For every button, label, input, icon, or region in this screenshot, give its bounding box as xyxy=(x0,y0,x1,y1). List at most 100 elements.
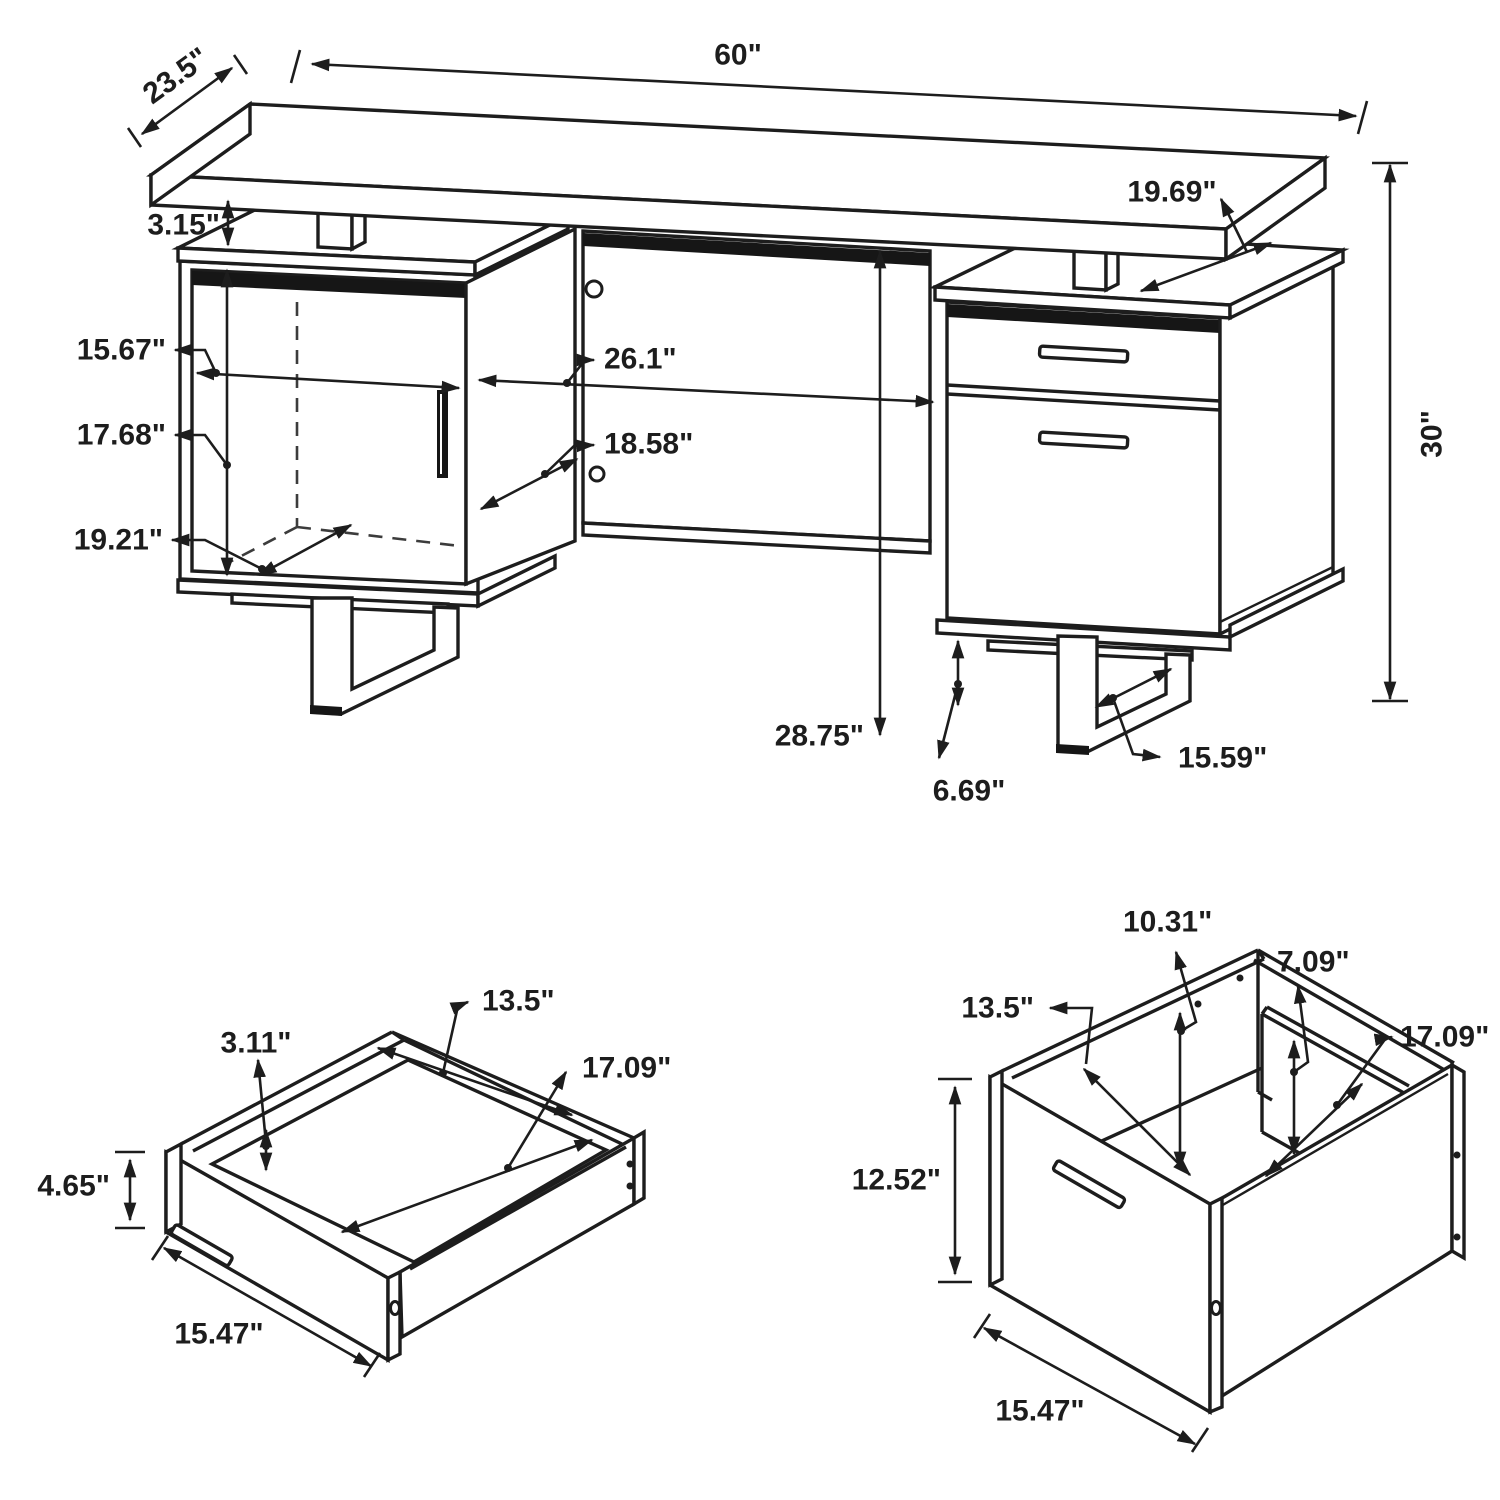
drawer-front-right-cap xyxy=(386,1269,402,1363)
file-left-wall-inner xyxy=(1011,957,1265,1080)
leader-dot xyxy=(954,680,962,688)
modesty-panel-face xyxy=(581,229,932,543)
file-divider-cap xyxy=(1260,1006,1269,1015)
dim-line-cabinet-top-depth xyxy=(1139,241,1273,293)
screw-dot xyxy=(1453,1233,1461,1241)
dim-line-interior-depth xyxy=(340,1138,594,1234)
panel-screw-hole xyxy=(588,465,606,483)
desk-dimensions: 23.5" 60" 3.15" 19.69" 30" 15.67" 26.1" xyxy=(74,39,1449,808)
modesty-panel-top-strip xyxy=(583,233,930,266)
file-front-handle xyxy=(1051,1159,1127,1210)
leader-leg-runner-depth xyxy=(1111,697,1162,762)
dim-label-back-height: 10.31" xyxy=(1123,906,1212,939)
screw-dot xyxy=(1236,974,1244,982)
tick xyxy=(232,54,249,75)
dim-label-left-interior-width: 15.67" xyxy=(77,334,166,367)
leader-dot xyxy=(258,565,266,573)
dim-label-file-front-height: 12.52" xyxy=(852,1164,941,1197)
leader-back-height xyxy=(1174,950,1198,1033)
screw-dot xyxy=(1194,1000,1202,1008)
right-pedestal xyxy=(928,230,1350,755)
leader-dot xyxy=(1290,1068,1298,1076)
dim-label-left-interior-depth: 19.21" xyxy=(74,524,163,557)
leader-dot xyxy=(1177,1027,1185,1035)
dim-label-desktop-gap: 3.15" xyxy=(147,209,220,242)
leader-left-interior-height xyxy=(173,428,229,466)
drawer-separator xyxy=(946,383,1221,412)
dim-line-file-interior-depth xyxy=(1264,1082,1364,1178)
file-right-wall-cap xyxy=(1450,1062,1466,1261)
dim-line-left-interior-depth xyxy=(257,523,353,577)
dim-label-left-interior-height: 17.68" xyxy=(77,419,166,452)
left-pedestal-top-right-edge xyxy=(473,213,570,278)
file-drawer-dimensions: 10.31" 7.09" 13.5" 17.09" 12.52" 15.47" xyxy=(852,906,1489,1453)
file-front-panel xyxy=(988,1074,1212,1415)
dim-label-file-interior-width: 13.5" xyxy=(961,992,1034,1025)
leader-leg-height xyxy=(937,683,960,760)
leader-dot xyxy=(563,379,571,387)
dim-label-kneehole-width: 26.1" xyxy=(604,343,677,376)
dim-label-panel-height: 28.75" xyxy=(775,720,864,753)
dim-label-leg-height: 6.69" xyxy=(933,775,1006,808)
right-pedestal-side-bottom-line xyxy=(1219,565,1334,624)
screw-dot xyxy=(626,1182,634,1190)
panel-screw-hole xyxy=(584,279,604,299)
file-back-wall-bottom xyxy=(1257,1090,1273,1102)
leader-side-height xyxy=(253,1058,268,1144)
small-drawer-view: 13.5" 3.11" 17.09" 4.65" 15.47" xyxy=(37,985,671,1378)
leader-dot xyxy=(439,1069,447,1077)
drawer-corner-cap xyxy=(391,1030,405,1042)
cap-screw-hole xyxy=(389,1300,401,1316)
drawer-front-left-cap xyxy=(164,1141,183,1235)
dim-label-file-interior-depth: 17.09" xyxy=(1400,1021,1489,1054)
dim-label-file-front-width: 15.47" xyxy=(995,1395,1084,1428)
left-leg-foot xyxy=(310,705,342,716)
leader-cabinet-top-depth xyxy=(1219,197,1249,253)
file-divider-top xyxy=(1261,1012,1405,1095)
left-pedestal-bottom-side xyxy=(476,553,557,609)
screw-dot xyxy=(1453,1151,1461,1159)
file-right-wall xyxy=(1215,1062,1454,1400)
dim-label-top-width: 60" xyxy=(714,39,762,72)
right-pedestal-bottom-side xyxy=(1228,566,1345,640)
left-leg xyxy=(310,596,460,716)
leader-dot xyxy=(212,369,220,377)
leader-interior-width xyxy=(441,1000,470,1074)
file-front-left-cap xyxy=(988,1068,1004,1288)
file-drawer-view: 10.31" 7.09" 13.5" 17.09" 12.52" 15.47" xyxy=(852,906,1489,1453)
leader-dot xyxy=(1333,1101,1341,1109)
dim-label-divider-height: 7.09" xyxy=(1277,946,1350,979)
leader-panel-depth xyxy=(544,439,596,475)
dim-line-leg-runner-depth xyxy=(1094,667,1173,709)
dim-label-front-width: 15.47" xyxy=(174,1318,263,1351)
dim-line-file-front-width xyxy=(982,1326,1197,1446)
dim-label-side-height: 3.11" xyxy=(221,1027,292,1060)
drawer-right-wall-cap xyxy=(632,1128,646,1208)
tick xyxy=(1190,1427,1210,1453)
left-pedestal-door xyxy=(464,226,577,587)
leader-file-interior-width xyxy=(1048,1001,1094,1065)
leader-kneehole-width xyxy=(565,353,596,384)
dim-line-top-width xyxy=(310,58,1358,122)
dim-line-top-depth xyxy=(140,66,234,136)
small-drawer-dimensions: 13.5" 3.11" 17.09" 4.65" 15.47" xyxy=(37,985,671,1378)
tick xyxy=(150,1235,170,1261)
dim-label-panel-depth: 18.58" xyxy=(604,428,693,461)
leader-dot xyxy=(541,470,549,478)
tick xyxy=(972,1313,992,1339)
leader-file-interior-depth xyxy=(1335,1033,1394,1106)
drawer-left-wall-top xyxy=(180,1030,393,1146)
right-pedestal-side xyxy=(1218,260,1335,637)
dim-label-interior-depth: 17.09" xyxy=(582,1052,671,1085)
dim-line-interior-width xyxy=(376,1046,574,1117)
dim-label-top-depth: 23.5" xyxy=(137,41,215,110)
leader-left-interior-width xyxy=(173,343,218,374)
modesty-panel xyxy=(581,229,932,555)
tick xyxy=(126,127,143,148)
dim-label-interior-width: 13.5" xyxy=(482,985,555,1018)
file-back-wall-inner xyxy=(1253,958,1449,1074)
dim-label-overall-height: 30" xyxy=(1416,410,1449,458)
leader-dot xyxy=(1109,694,1117,702)
leader-left-interior-depth xyxy=(170,533,263,571)
